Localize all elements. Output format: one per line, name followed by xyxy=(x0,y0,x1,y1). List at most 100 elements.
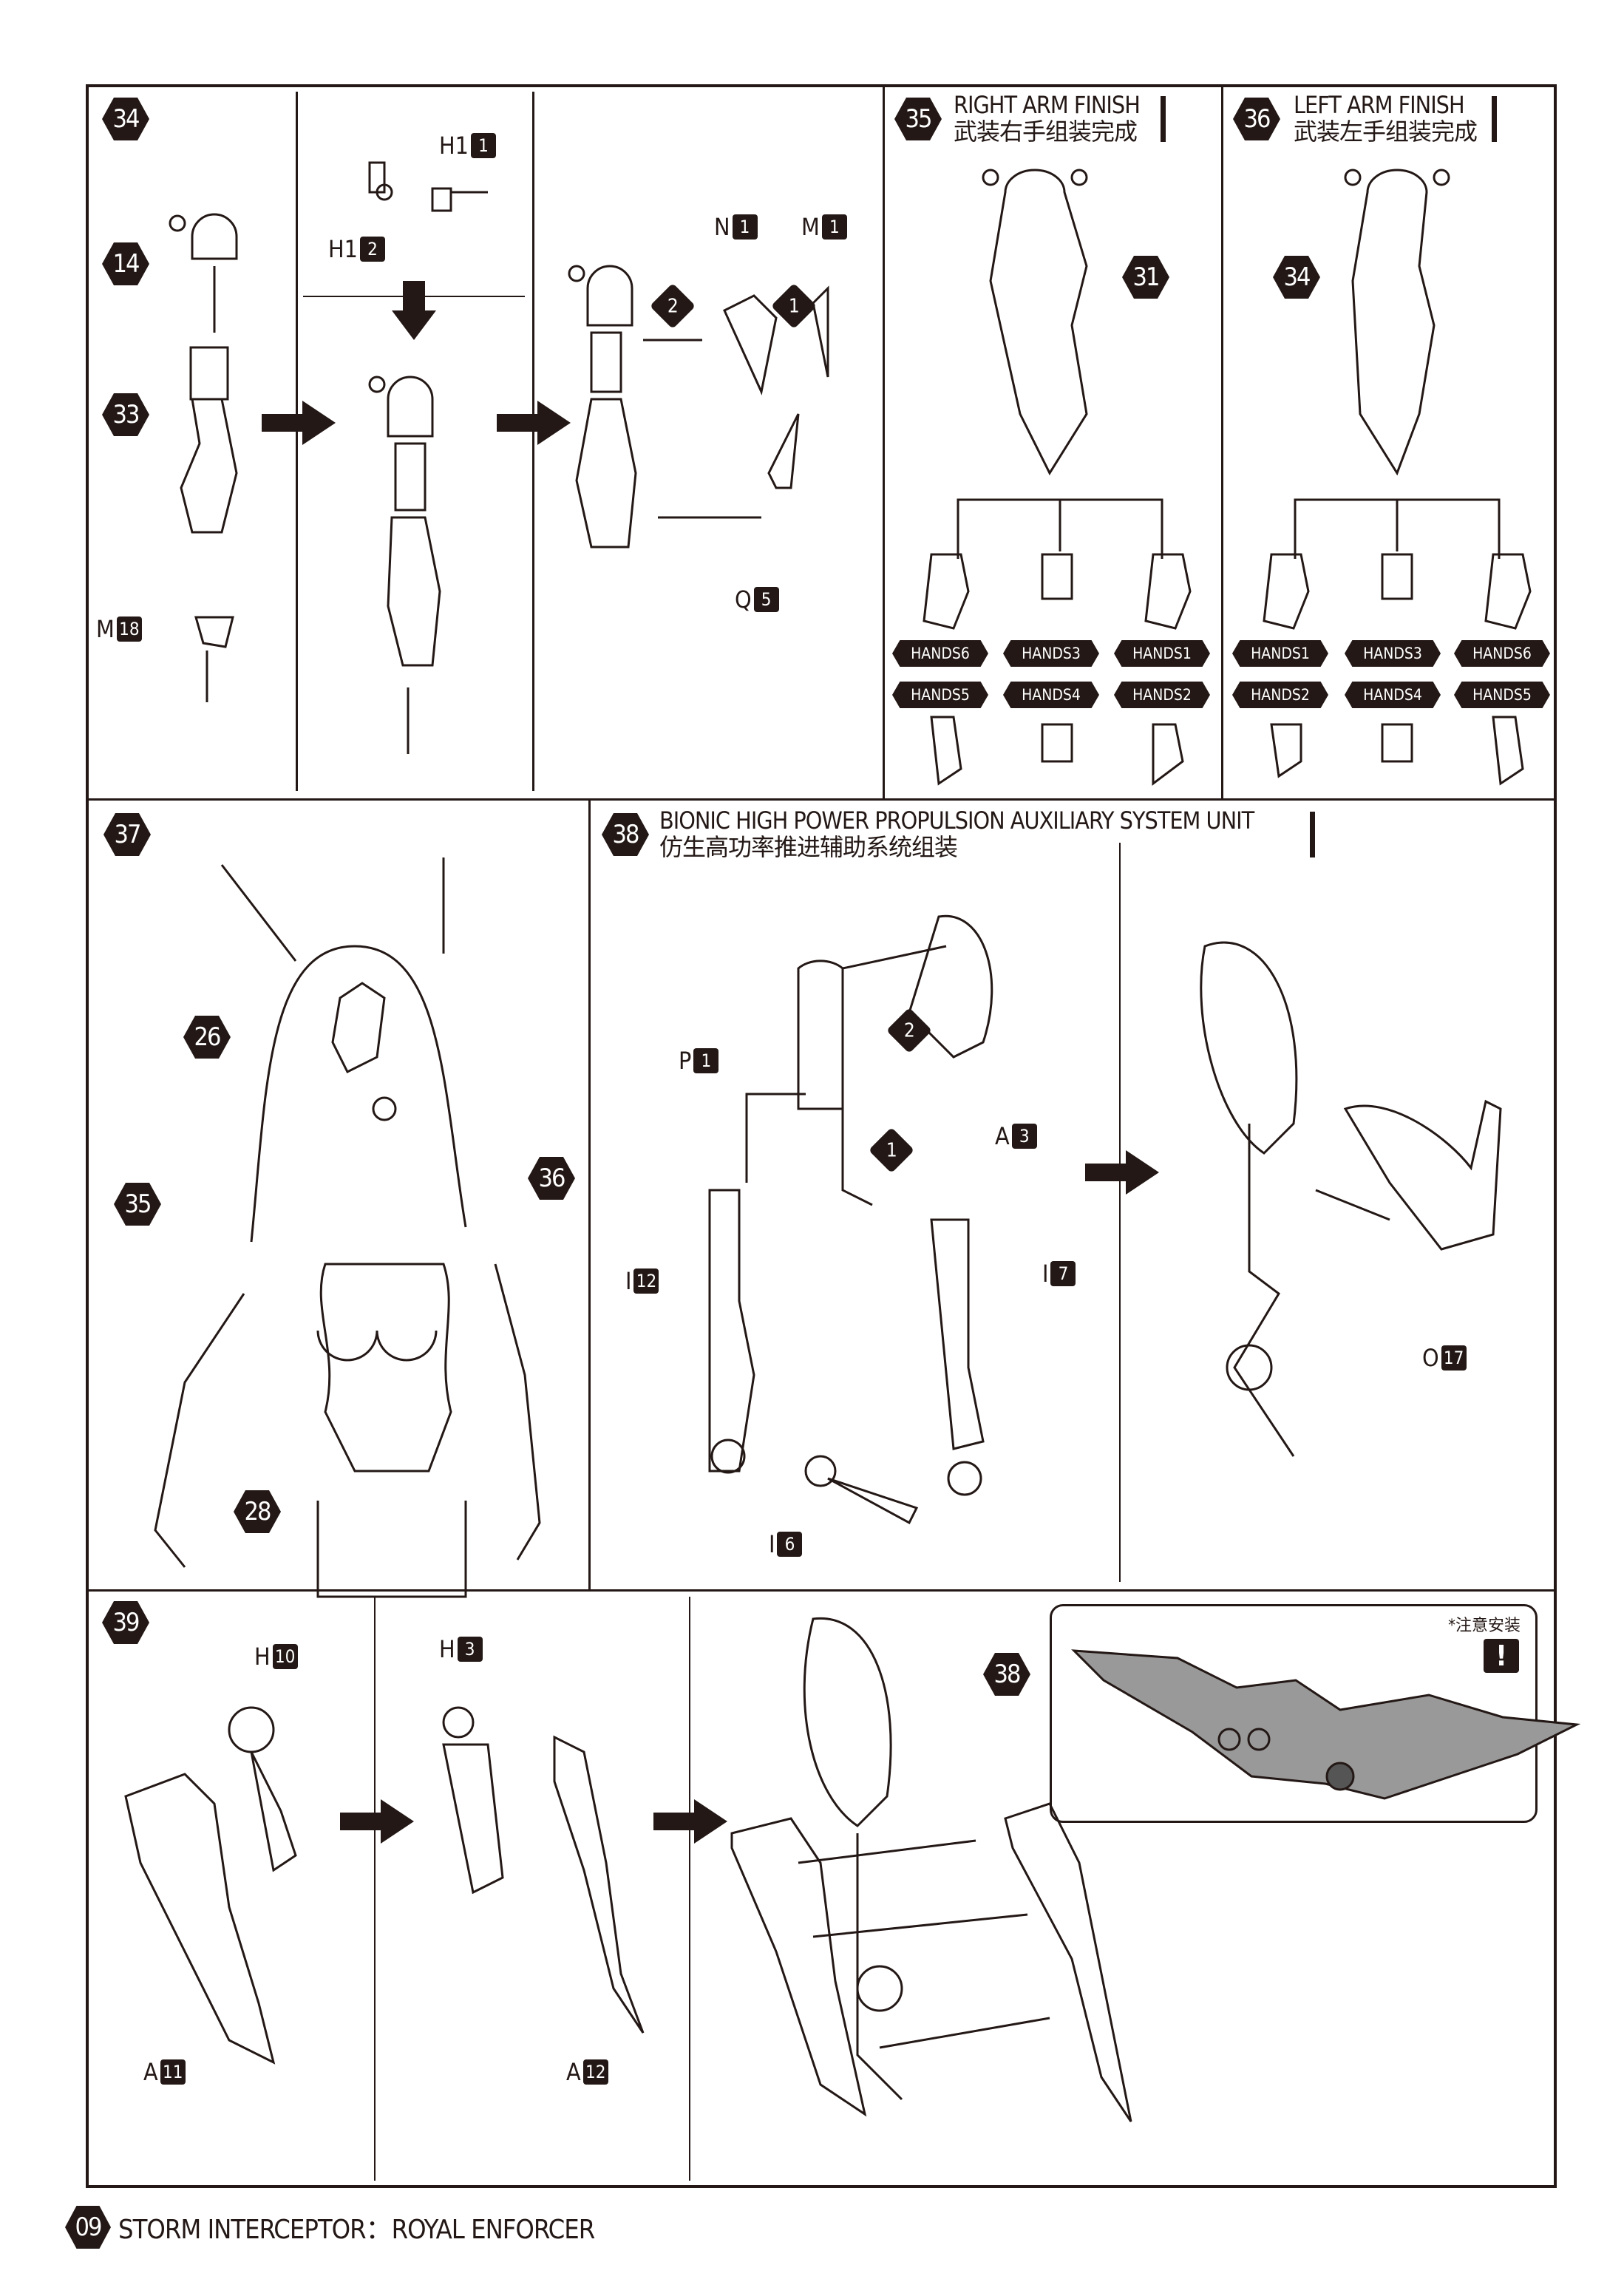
left-arm-illustration xyxy=(1344,169,1450,476)
part-number: 10 xyxy=(272,1644,298,1669)
part-number: 17 xyxy=(1441,1345,1467,1371)
part-letter: A xyxy=(143,2058,158,2086)
part-number: 6 xyxy=(777,1532,803,1557)
down-arrow-icon xyxy=(392,281,436,340)
part-number: 1 xyxy=(732,214,758,240)
part-letter: H xyxy=(439,1635,455,1663)
next-arrow-icon xyxy=(653,1799,727,1844)
col-divider xyxy=(374,1597,376,2181)
caution-note: *注意安装 xyxy=(1448,1617,1521,1635)
row-divider xyxy=(86,1589,1555,1592)
part-number: 1 xyxy=(821,214,847,240)
hands-badge: HANDS1 xyxy=(1232,640,1328,667)
row-divider xyxy=(86,798,1555,801)
col-divider xyxy=(689,1597,690,2181)
hands-connector-lines xyxy=(957,498,1163,559)
part-letter: H1 xyxy=(439,132,469,160)
title-chinese: 武装左手组装完成 xyxy=(1294,118,1478,146)
hands-connector-lines xyxy=(1294,498,1501,559)
armor-parts-illustration xyxy=(643,285,829,519)
part-letter: N xyxy=(714,213,730,241)
wing-part-illustration xyxy=(442,1706,645,2034)
wing-orientation-illustration xyxy=(1071,1649,1581,1800)
step-36-title: LEFT ARM FINISH 武装左手组装完成 xyxy=(1294,92,1497,146)
part-letter: A xyxy=(995,1122,1010,1150)
step-38-title: BIONIC HIGH POWER PROPULSION AUXILIARY S… xyxy=(659,806,1315,861)
part-letter: P xyxy=(679,1047,692,1075)
part-number: 11 xyxy=(160,2059,186,2085)
caution-inset: *注意安装 ! xyxy=(1050,1604,1581,1823)
step-number-34: 34 xyxy=(102,98,149,140)
part-number: 5 xyxy=(753,587,779,612)
part-letter: I xyxy=(625,1267,632,1295)
hands-badge: HANDS3 xyxy=(1003,640,1099,667)
title-english: BIONIC HIGH POWER PROPULSION AUXILIARY S… xyxy=(659,806,1254,835)
instruction-frame xyxy=(86,84,1557,2188)
part-number: 2 xyxy=(359,237,385,262)
part-letter: Q xyxy=(735,585,752,614)
hands-badge: HANDS1 xyxy=(1114,640,1210,667)
col-divider xyxy=(883,84,885,798)
col-divider xyxy=(296,92,298,791)
part-letter: M xyxy=(801,213,820,241)
part-number: 3 xyxy=(457,1637,483,1662)
product-title: STORM INTERCEPTOR：ROYAL ENFORCER xyxy=(118,2215,595,2245)
part-letter: H xyxy=(254,1643,271,1671)
title-bar xyxy=(1161,96,1166,142)
hands-badge: HANDS4 xyxy=(1003,682,1099,708)
next-arrow-icon xyxy=(262,401,336,445)
hands-badge: HANDS6 xyxy=(1454,640,1550,667)
col-divider xyxy=(1119,843,1121,1582)
exclamation-icon: ! xyxy=(1484,1639,1519,1673)
hands-badge: HANDS3 xyxy=(1345,640,1441,667)
hand-parts-illustration xyxy=(1263,553,1532,786)
part-letter: I xyxy=(1042,1260,1049,1288)
part-number: 7 xyxy=(1050,1261,1076,1286)
col-divider xyxy=(532,92,534,791)
next-arrow-icon xyxy=(340,1799,414,1844)
arm-illustration xyxy=(568,265,637,548)
part-letter: M xyxy=(96,615,115,643)
wing-part-illustration xyxy=(124,1706,297,2065)
sub-assembly-ref: 14 xyxy=(102,242,149,285)
title-bar xyxy=(1310,812,1315,857)
figure-torso-illustration xyxy=(154,857,541,1598)
title-chinese: 仿生高功率推进辅助系统组装 xyxy=(659,833,958,861)
arm-assembly-illustration xyxy=(169,213,238,702)
joint-parts-illustration xyxy=(368,161,488,212)
hands-badge: HANDS4 xyxy=(1345,682,1441,708)
col-divider xyxy=(1221,84,1223,798)
hands-badge: HANDS6 xyxy=(892,640,988,667)
col-divider xyxy=(588,798,591,1589)
hands-badge: HANDS2 xyxy=(1232,682,1328,708)
hands-badge: HANDS5 xyxy=(1454,682,1550,708)
part-letter: O xyxy=(1422,1344,1439,1372)
hand-parts-illustration xyxy=(923,553,1192,786)
part-number: 12 xyxy=(582,2059,608,2085)
propulsion-frame-illustration xyxy=(708,914,993,1525)
next-arrow-icon xyxy=(497,401,571,445)
final-wing-assembly-illustration xyxy=(730,1617,1132,2122)
next-arrow-icon xyxy=(1085,1150,1159,1195)
arm-illustration xyxy=(368,376,441,754)
part-number: 1 xyxy=(470,133,496,158)
assembled-wing-unit-illustration xyxy=(1200,941,1502,1457)
part-number: 18 xyxy=(116,617,142,642)
right-arm-illustration xyxy=(982,169,1088,476)
part-letter: A xyxy=(566,2058,581,2086)
